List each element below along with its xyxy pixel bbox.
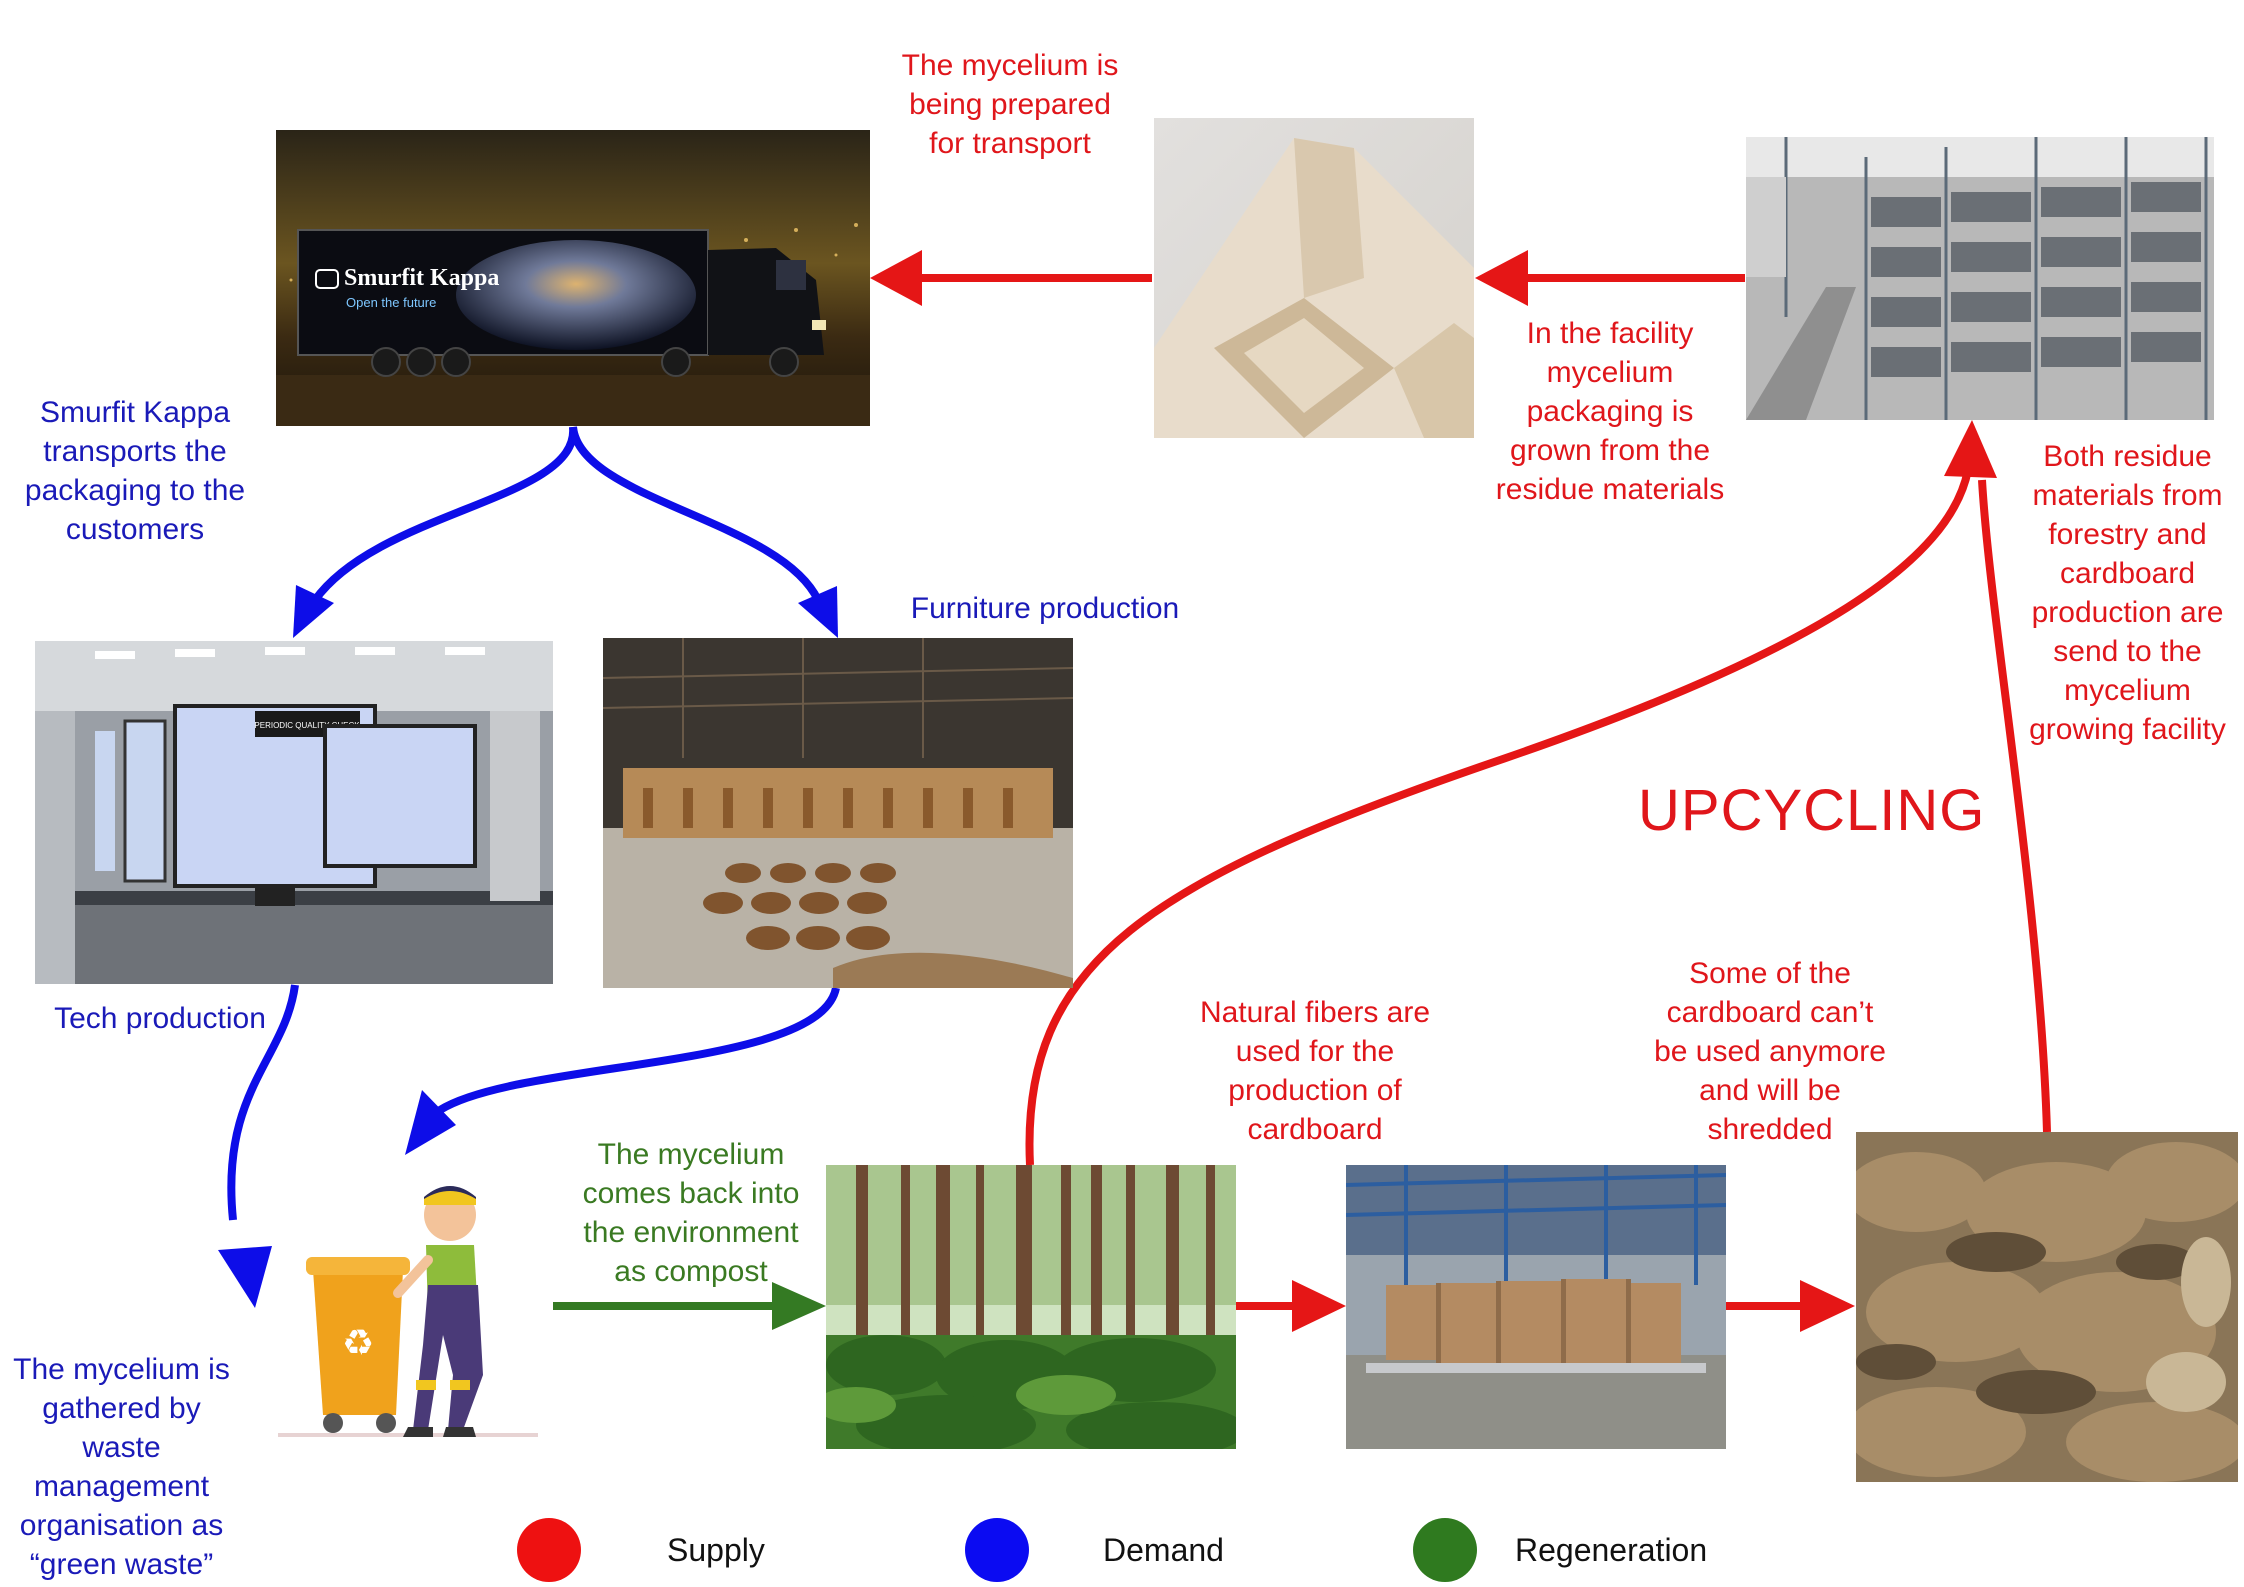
recycle-icon: ♻ [342,1323,374,1364]
truck-slogan-text: Open the future [346,295,436,310]
arrow-facility-to-prep [1475,250,1745,306]
truck-brand-text: Smurfit Kappa [344,265,499,291]
warehouse-photo [1746,137,2214,420]
cardboard-factory-photo [1346,1165,1726,1449]
waste-worker-illustration: ♻ [278,1175,538,1445]
legend-label-regeneration: Regeneration [1515,1532,1708,1568]
label-prepared-for-transport: The mycelium is being prepared for trans… [901,49,1119,160]
arrow-factory-to-shredded [1726,1280,1855,1332]
upcycling-title: UPCYCLING [1638,778,1986,843]
furniture-production-photo [603,638,1073,988]
label-furniture-production: Furniture production [910,592,1180,625]
mycelium-sample-photo [1154,118,1474,438]
legend-dot-demand [965,1518,1029,1582]
legend-label-demand: Demand [1103,1532,1224,1568]
arrow-truck-to-tech [293,426,578,638]
label-shredded: Some of the cardboard can’t be used anym… [1654,957,1886,1146]
arrow-furniture-to-worker [405,986,840,1155]
tech-production-photo: PERIODIC QUALITY CHECK [35,641,553,984]
label-compost: The mycelium comes back into the environ… [582,1138,800,1288]
arrow-forest-to-factory [1236,1280,1346,1332]
truck-photo: Smurfit Kappa Open the future [276,130,870,426]
arrow-truck-to-furniture [569,426,838,638]
arrow-prep-to-truck [870,250,1152,306]
legend-dot-regeneration [1413,1518,1477,1582]
screen-sign-text: PERIODIC QUALITY CHECK [254,721,360,730]
label-transport-to-customers: Smurfit Kappa transports the packaging t… [24,396,246,546]
label-green-waste: The mycelium is gathered by waste manage… [13,1353,230,1581]
forest-photo [826,1165,1236,1449]
label-facility-growing: In the facility mycelium packaging is gr… [1495,317,1725,506]
label-natural-fibers: Natural fibers are used for the producti… [1199,996,1431,1146]
label-residue-to-facility: Both residue materials from forestry and… [2029,440,2226,746]
legend-dot-supply [517,1518,581,1582]
label-tech-production: Tech production [54,1002,266,1035]
legend-label-supply: Supply [667,1532,765,1568]
shredded-cardboard-photo [1856,1132,2238,1482]
